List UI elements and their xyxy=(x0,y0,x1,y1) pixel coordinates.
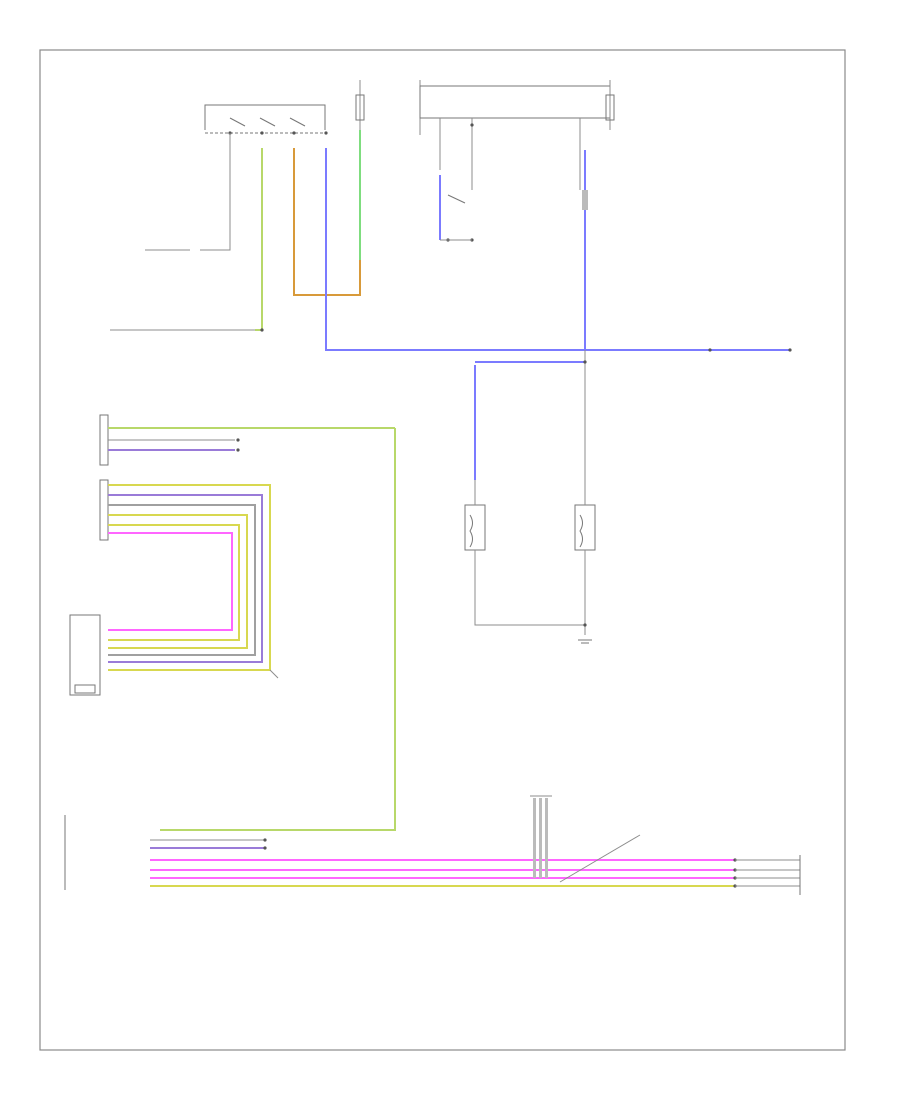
transmission-control-module xyxy=(64,815,737,890)
relay-module xyxy=(419,80,615,190)
right-blue-wire xyxy=(590,348,792,352)
can-bus-wire xyxy=(160,428,396,831)
connector-block-top xyxy=(582,190,588,210)
brake-switch xyxy=(439,175,474,242)
fuse-block xyxy=(355,80,421,135)
diagram-border xyxy=(39,49,846,1051)
transmission-range-sensor xyxy=(69,614,101,696)
right-transmission-connector xyxy=(735,855,801,895)
transmission-range-switch xyxy=(204,104,328,135)
transmission-sensor-bundle xyxy=(108,484,279,679)
left-switch-wires xyxy=(110,130,590,351)
speed-sensor-circuit xyxy=(464,350,596,644)
powertrain-control-module-connector xyxy=(99,414,395,541)
bottom-splice-connector xyxy=(530,795,641,883)
